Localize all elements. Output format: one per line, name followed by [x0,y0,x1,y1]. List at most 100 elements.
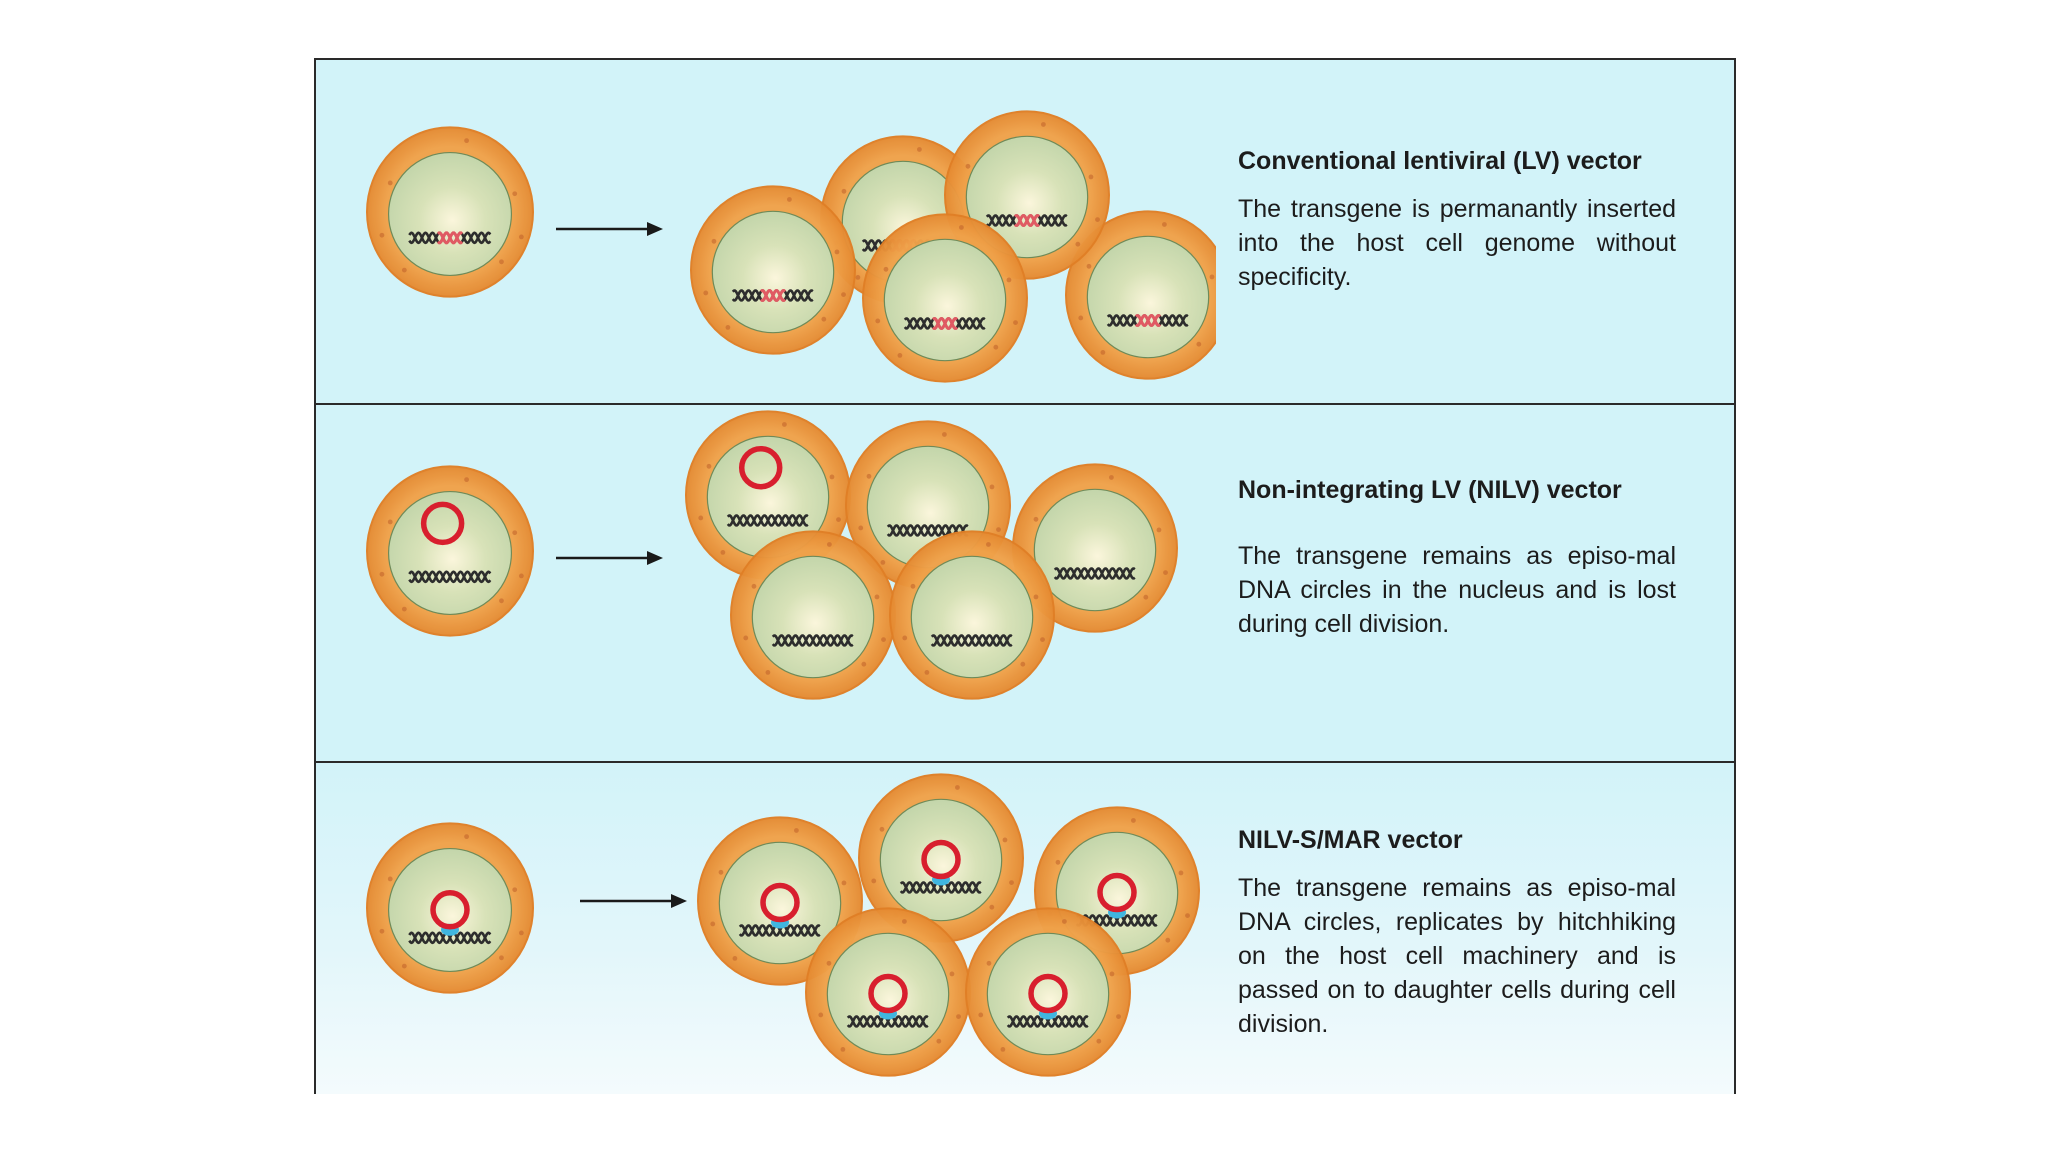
cytoplasm-granule [518,930,524,936]
panel-nilv-smar: NILV-S/MAR vector The transgene remains … [316,763,1734,1094]
cytoplasm-granule [866,473,872,479]
cytoplasm-granule [858,525,864,531]
arrow-icon [556,551,663,565]
cytoplasm-granule [924,670,930,675]
panel-2-title: Non-integrating LV (NILV) vector [1238,476,1622,504]
cytoplasm-granule [861,661,867,667]
cytoplasm-granule [1096,1038,1102,1044]
cell [965,907,1131,1077]
dna-strand [771,634,854,647]
nucleus [883,238,1007,362]
cytoplasm-granule [464,834,469,840]
cytoplasm-granule [881,637,886,642]
cytoplasm-granule [875,318,881,324]
dna-strand [1006,1015,1089,1028]
cytoplasm-granule [1095,217,1100,223]
cytoplasm-granule [1033,516,1039,522]
cytoplasm-granule [959,225,964,230]
cytoplasm-granule [706,463,712,469]
cytoplasm-granule [883,266,889,272]
cytoplasm-granule [1075,241,1081,247]
cytoplasm-granule [401,963,407,969]
panel-nilv: Non-integrating LV (NILV) vector The tra… [316,405,1734,763]
cytoplasm-granule [955,785,960,790]
nucleus [711,210,835,334]
cytoplasm-granule [1162,222,1167,227]
cytoplasm-granule [1185,913,1190,918]
dna-strand [899,881,982,894]
cytoplasm-granule [1009,880,1014,885]
integrated-transgene [759,289,787,302]
cytoplasm-granule [512,887,518,893]
cytoplasm-granule [1041,122,1046,127]
cytoplasm-granule [826,960,832,966]
cell [805,907,971,1077]
cytoplasm-granule [794,828,799,833]
dna-strand [1075,914,1158,927]
episome-circle [430,890,470,930]
panel-3-title: NILV-S/MAR vector [1238,826,1463,854]
cytoplasm-granule [841,292,846,297]
cytoplasm-granule [1062,919,1067,924]
integrated-transgene [1134,314,1162,327]
cytoplasm-granule [993,344,999,350]
panel-1-description: The transgene is permanantly inserted in… [1238,195,1676,291]
cytoplasm-granule [1006,277,1012,283]
panel-1-illustration [366,110,1216,383]
cytoplasm-granule [841,188,847,194]
cytoplasm-granule [1086,263,1092,269]
cytoplasm-granule [1116,1014,1121,1019]
cytoplasm-granule [902,919,907,924]
cytoplasm-granule [910,583,916,589]
cytoplasm-granule [1088,174,1094,180]
dna-strand [930,634,1013,647]
cytoplasm-granule [841,880,847,886]
episome-circle [1097,872,1137,913]
cytoplasm-granule [827,542,832,547]
cytoplasm-granule [710,921,716,927]
cytoplasm-granule [1156,527,1162,533]
cytoplasm-granule [821,316,827,322]
cytoplasm-granule [1131,818,1136,823]
arrow-icon [580,894,687,908]
cytoplasm-granule [986,960,992,966]
cytoplasm-granule [499,259,504,265]
nucleus [826,932,950,1056]
cytoplasm-granule [902,635,908,641]
cytoplasm-granule [836,517,841,522]
cytoplasm-granule [725,325,731,330]
dna-strand [738,924,821,937]
cytoplasm-granule [1178,870,1184,876]
nucleus [387,847,513,973]
cytoplasm-granule [1002,837,1008,843]
cytoplasm-granule [936,1038,942,1044]
cytoplasm-granule [512,530,518,536]
panel-2-description: The transgene remains as episo-mal DNA c… [1238,542,1676,638]
nucleus [387,490,513,616]
cytoplasm-granule [1163,570,1168,575]
cytoplasm-granule [1196,341,1202,347]
cell [366,465,534,637]
cytoplasm-granule [818,1012,824,1018]
cytoplasm-granule [518,573,524,579]
cytoplasm-granule [834,249,840,255]
integrated-transgene [1013,214,1041,227]
cytoplasm-granule [512,191,518,197]
cell [690,185,856,355]
cytoplasm-granule [874,594,880,600]
cytoplasm-granule [387,876,393,882]
cytoplasm-granule [499,598,504,604]
cytoplasm-granule [965,163,971,169]
cytoplasm-granule [986,542,991,547]
panel-3-description: The transgene remains as episo-mal DNA c… [1238,874,1676,1038]
integrated-transgene [436,231,464,245]
cell [862,213,1028,383]
nucleus [910,555,1034,679]
cytoplasm-granule [949,971,955,977]
dna-strand [726,514,809,527]
cytoplasm-granule [387,180,393,186]
cytoplasm-granule [499,955,504,961]
dna-strand [408,570,492,584]
cell [730,530,896,700]
nucleus [986,932,1110,1056]
